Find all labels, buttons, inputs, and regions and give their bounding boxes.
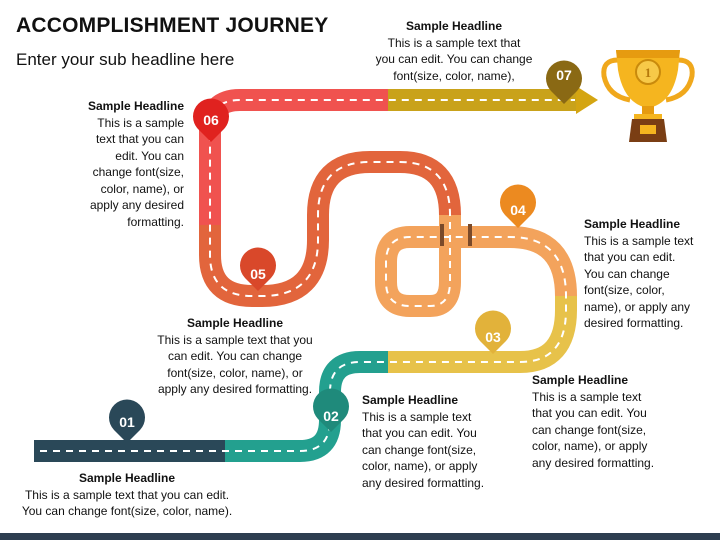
marker-number: 06 xyxy=(203,112,219,128)
marker-number: 03 xyxy=(485,329,501,345)
marker-07: 07 xyxy=(546,60,583,104)
marker-01: 01 xyxy=(108,399,146,443)
step-05-textblock: Sample Headline This is a sample text th… xyxy=(142,315,328,398)
step-body: This is a sample text that you can edit.… xyxy=(362,409,485,490)
marker-03: 03 xyxy=(475,310,512,354)
step-06-textblock: Sample Headline This is a sample text th… xyxy=(62,98,184,230)
road-bump xyxy=(468,224,472,246)
marker-number: 05 xyxy=(250,266,266,282)
step-headline: Sample Headline xyxy=(405,19,503,33)
marker-06: 06 xyxy=(192,98,229,142)
step-04-textblock: Sample Headline This is a sample text th… xyxy=(584,216,714,332)
step-01-textblock: Sample Headline This is a sample text th… xyxy=(8,470,246,520)
step-03-textblock: Sample Headline This is a sample text th… xyxy=(532,372,682,471)
marker-05: 05 xyxy=(240,247,277,291)
step-07-textblock: Sample Headline This is a sample text th… xyxy=(358,18,550,84)
trophy-icon: 1 xyxy=(601,50,695,142)
road-bump xyxy=(440,224,444,246)
step-body: This is a sample text that you can edit.… xyxy=(157,332,313,397)
trophy-number: 1 xyxy=(645,65,652,80)
step-body: This is a sample text that you can edit.… xyxy=(584,233,694,331)
step-body: This is a sample text that you can edit.… xyxy=(21,487,233,519)
page-subtitle: Enter your sub headline here xyxy=(16,50,235,69)
finish-arrow xyxy=(576,86,598,114)
marker-02: 02 xyxy=(313,388,350,432)
step-02-textblock: Sample Headline This is a sample text th… xyxy=(362,392,512,491)
marker-number: 01 xyxy=(119,414,135,430)
step-headline: Sample Headline xyxy=(78,471,176,485)
step-body: This is a sample text that you can edit.… xyxy=(375,35,533,83)
page-title: ACCOMPLISHMENT JOURNEY xyxy=(16,14,329,37)
step-body: This is a sample text that you can edit.… xyxy=(532,389,655,470)
marker-04: 04 xyxy=(500,184,536,228)
step-headline: Sample Headline xyxy=(532,373,629,387)
marker-number: 02 xyxy=(323,408,339,424)
road-centerline xyxy=(40,99,575,452)
step-body: This is a sample text that you can edit.… xyxy=(89,115,184,229)
step-headline: Sample Headline xyxy=(362,393,459,407)
step-headline: Sample Headline xyxy=(186,316,284,330)
marker-number: 07 xyxy=(556,67,572,83)
step-headline: Sample Headline xyxy=(584,217,681,231)
road-segment-04 xyxy=(375,215,577,317)
step-headline: Sample Headline xyxy=(87,99,184,113)
footer-bar xyxy=(0,533,720,540)
marker-number: 04 xyxy=(510,202,526,218)
